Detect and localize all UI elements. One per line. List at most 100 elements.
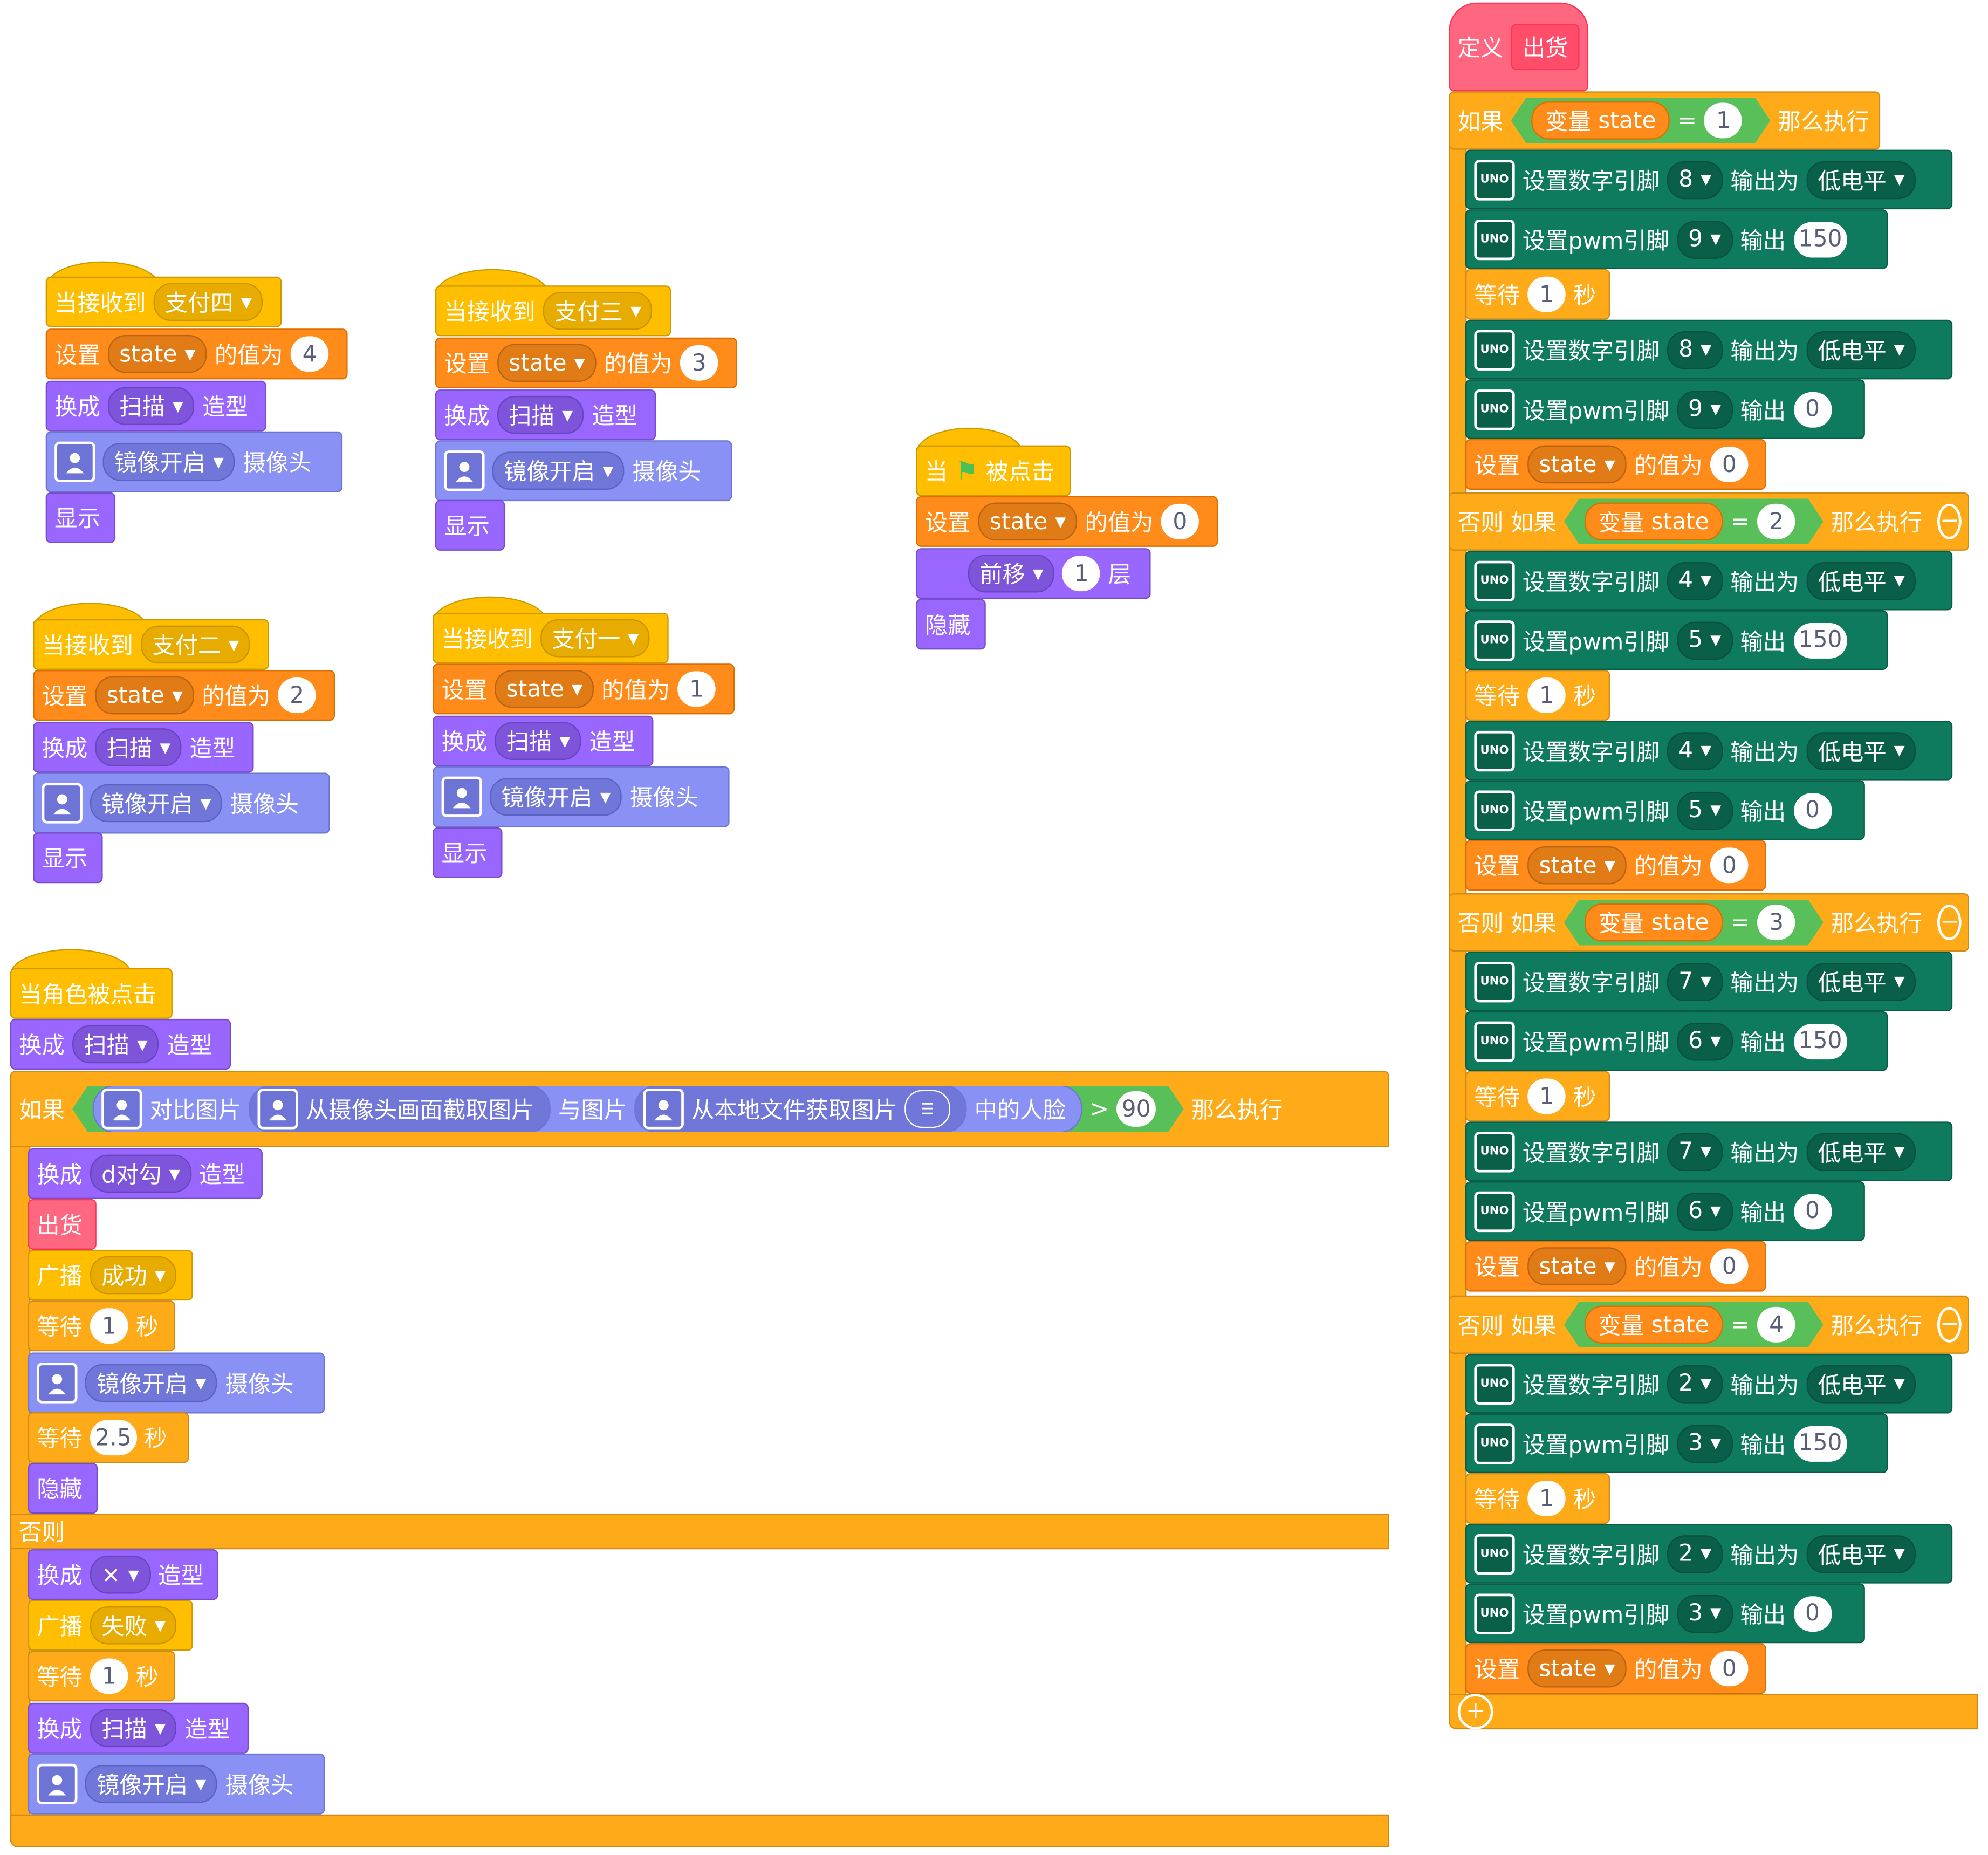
camera-block[interactable]: 镜像开启▼ 摄像头 bbox=[433, 766, 730, 827]
seconds-input[interactable]: 1 bbox=[1527, 1078, 1566, 1114]
level-dropdown[interactable]: 低电平▼ bbox=[1806, 160, 1916, 199]
switch-costume-block[interactable]: 换成 ×▼ 造型 bbox=[28, 1549, 218, 1600]
mirror-dropdown[interactable]: 镜像开启▼ bbox=[102, 442, 236, 481]
minus-circle-icon[interactable]: − bbox=[1937, 905, 1962, 941]
pin-dropdown[interactable]: 2▼ bbox=[1667, 1535, 1723, 1573]
switch-costume-block[interactable]: 换成 扫描▼ 造型 bbox=[435, 389, 656, 441]
when-receive-pay3-block[interactable]: 当接收到 支付三▼ bbox=[435, 285, 671, 337]
if-branch-header[interactable]: 否则 如果 变量 state = 4 那么执行− bbox=[1449, 1295, 1969, 1354]
switch-costume-block[interactable]: 换成 扫描▼ 造型 bbox=[33, 722, 254, 773]
value-input[interactable]: 0 bbox=[1710, 847, 1749, 884]
go-layers-block[interactable]: 前移▼ 1 层 bbox=[916, 548, 1151, 599]
value-input[interactable]: 0 bbox=[1161, 503, 1199, 539]
pin-dropdown[interactable]: 5▼ bbox=[1677, 791, 1733, 830]
set-variable-block[interactable]: 设置 state▼ 的值为 3 bbox=[435, 337, 737, 388]
mirror-dropdown[interactable]: 镜像开启▼ bbox=[85, 1765, 218, 1803]
pwm-input[interactable]: 150 bbox=[1793, 622, 1847, 658]
set-variable-block[interactable]: 设置 state▼ 的值为 1 bbox=[433, 663, 735, 715]
pwm-input[interactable]: 150 bbox=[1793, 221, 1847, 257]
compare-images-reporter[interactable]: 对比图片 从摄像头画面截取图片 与图片 从本地文件获取图片 ☰ 中的人脸 bbox=[93, 1085, 1082, 1133]
variable-dropdown[interactable]: state▼ bbox=[1527, 445, 1627, 484]
level-dropdown[interactable]: 低电平▼ bbox=[1806, 1132, 1916, 1171]
variable-dropdown[interactable]: state▼ bbox=[495, 670, 594, 708]
switch-costume-block[interactable]: 换成 扫描▼ 造型 bbox=[28, 1702, 249, 1754]
local-file-reporter[interactable]: 从本地文件获取图片 ☰ bbox=[634, 1085, 966, 1133]
wait-block[interactable]: 等待 2.5 秒 bbox=[28, 1412, 189, 1463]
switch-costume-block[interactable]: 换成 扫描▼ 造型 bbox=[433, 715, 654, 766]
call-procedure-block[interactable]: 出货 bbox=[28, 1199, 97, 1250]
seconds-input[interactable]: 1 bbox=[90, 1308, 128, 1344]
mirror-dropdown[interactable]: 镜像开启▼ bbox=[90, 784, 223, 823]
seconds-input[interactable]: 1 bbox=[1527, 677, 1566, 713]
list-icon[interactable]: ☰ bbox=[904, 1090, 950, 1128]
level-dropdown[interactable]: 低电平▼ bbox=[1806, 1364, 1916, 1403]
seconds-input[interactable]: 1 bbox=[1527, 276, 1566, 312]
pwm-input[interactable]: 0 bbox=[1793, 391, 1832, 427]
costume-dropdown[interactable]: 扫描▼ bbox=[95, 728, 182, 766]
pwm-input[interactable]: 0 bbox=[1793, 1193, 1832, 1229]
value-input[interactable]: 0 bbox=[1710, 1248, 1749, 1284]
when-sprite-clicked-block[interactable]: 当角色被点击 bbox=[10, 968, 173, 1019]
pin-dropdown[interactable]: 3▼ bbox=[1677, 1594, 1733, 1633]
if-branch-header[interactable]: 否则 如果 变量 state = 3 那么执行− bbox=[1449, 893, 1969, 952]
message-dropdown[interactable]: 支付四▼ bbox=[153, 283, 264, 321]
show-block[interactable]: 显示 bbox=[45, 492, 116, 543]
pin-dropdown[interactable]: 6▼ bbox=[1677, 1192, 1733, 1230]
level-dropdown[interactable]: 低电平▼ bbox=[1806, 561, 1916, 600]
wait-block[interactable]: 等待 1 秒 bbox=[28, 1300, 175, 1352]
variable-reporter[interactable]: 变量 state bbox=[1584, 1306, 1723, 1344]
camera-block[interactable]: 镜像开启▼ 摄像头 bbox=[28, 1753, 325, 1815]
variable-dropdown[interactable]: state▼ bbox=[1527, 846, 1627, 885]
compare-input[interactable]: 4 bbox=[1757, 1307, 1795, 1343]
hide-block[interactable]: 隐藏 bbox=[28, 1463, 98, 1514]
broadcast-block[interactable]: 广播 失败▼ bbox=[28, 1600, 193, 1651]
equals-condition[interactable]: 变量 state = 4 bbox=[1564, 1302, 1824, 1347]
variable-dropdown[interactable]: state▼ bbox=[1527, 1247, 1627, 1285]
costume-dropdown[interactable]: d对勾▼ bbox=[90, 1154, 191, 1193]
when-receive-pay4-block[interactable]: 当接收到 支付四▼ bbox=[45, 276, 282, 327]
camera-block[interactable]: 镜像开启▼ 摄像头 bbox=[33, 772, 330, 834]
show-block[interactable]: 显示 bbox=[435, 499, 505, 551]
if-branch-header[interactable]: 否则 如果 变量 state = 2 那么执行− bbox=[1449, 492, 1969, 551]
pwm-input[interactable]: 0 bbox=[1793, 792, 1832, 828]
seconds-input[interactable]: 2.5 bbox=[90, 1420, 137, 1456]
hide-block[interactable]: 隐藏 bbox=[916, 599, 986, 650]
compare-input[interactable]: 3 bbox=[1757, 905, 1795, 940]
switch-costume-block[interactable]: 换成 扫描▼ 造型 bbox=[45, 380, 266, 432]
minus-circle-icon[interactable]: − bbox=[1937, 503, 1962, 539]
mirror-dropdown[interactable]: 镜像开启▼ bbox=[489, 777, 622, 816]
switch-costume-block[interactable]: 换成 扫描▼ 造型 bbox=[10, 1018, 231, 1070]
mirror-dropdown[interactable]: 镜像开启▼ bbox=[492, 451, 625, 490]
pwm-input[interactable]: 0 bbox=[1793, 1596, 1832, 1631]
costume-dropdown[interactable]: 扫描▼ bbox=[495, 722, 582, 761]
set-variable-block[interactable]: 设置 state▼ 的值为 2 bbox=[33, 670, 335, 721]
costume-dropdown[interactable]: 扫描▼ bbox=[497, 395, 585, 434]
costume-dropdown[interactable]: 扫描▼ bbox=[107, 387, 195, 426]
pin-dropdown[interactable]: 9▼ bbox=[1677, 390, 1733, 428]
capture-camera-reporter[interactable]: 从摄像头画面截取图片 bbox=[249, 1085, 551, 1133]
value-input[interactable]: 0 bbox=[1710, 1651, 1749, 1687]
compare-input[interactable]: 2 bbox=[1757, 504, 1795, 539]
threshold-input[interactable]: 90 bbox=[1116, 1091, 1156, 1127]
value-input[interactable]: 4 bbox=[290, 336, 329, 372]
pwm-input[interactable]: 150 bbox=[1793, 1425, 1847, 1461]
costume-dropdown[interactable]: 扫描▼ bbox=[72, 1025, 160, 1064]
value-input[interactable]: 2 bbox=[278, 677, 316, 713]
